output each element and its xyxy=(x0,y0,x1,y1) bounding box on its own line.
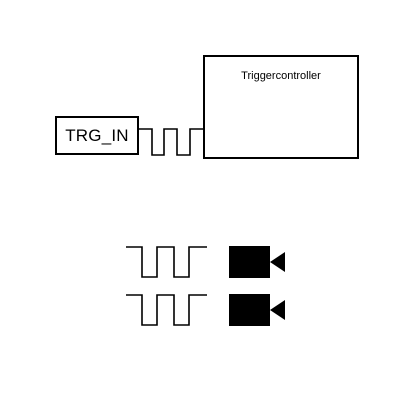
camera-icon-2 xyxy=(229,294,285,326)
trigger-controller-box: Triggercontroller xyxy=(203,55,359,159)
trigger-controller-label: Triggercontroller xyxy=(241,70,321,82)
output-signal-wave-icon-2 xyxy=(126,294,207,326)
trigger-signal-wave-icon xyxy=(139,128,203,156)
camera-icon-1 xyxy=(229,246,285,278)
output-signal-wave-icon-1 xyxy=(126,246,207,278)
trigger-input-label: TRG_IN xyxy=(65,125,129,145)
trigger-input-box: TRG_IN xyxy=(55,116,139,155)
